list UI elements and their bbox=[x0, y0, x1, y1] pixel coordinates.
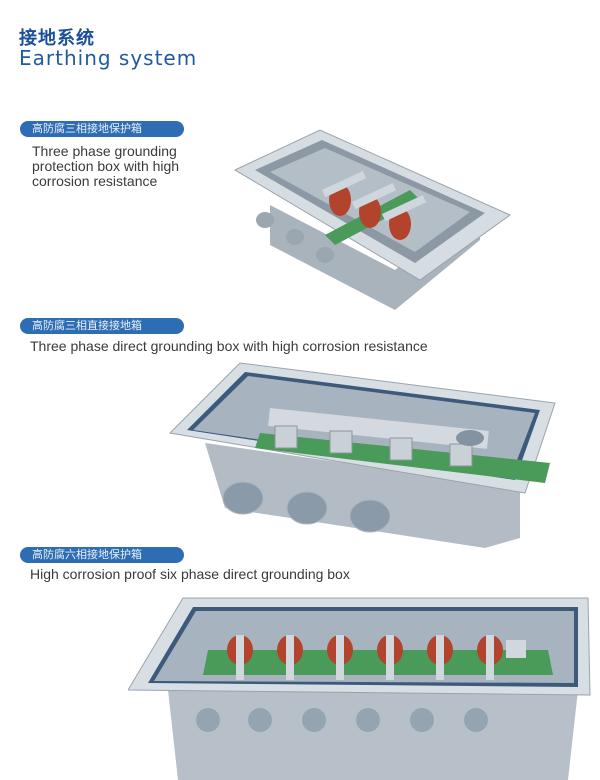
description-line: corrosion resistance bbox=[32, 173, 158, 189]
product-tag-3: 高防腐六相接地保护箱 bbox=[20, 547, 184, 563]
description-line: Three phase grounding bbox=[32, 143, 177, 159]
three-phase-direct-grounding-box-image bbox=[168, 362, 556, 548]
product-tag-1: 高防腐三相接地保护箱 bbox=[20, 121, 184, 137]
description-line: protection box with high bbox=[32, 158, 180, 174]
six-phase-grounding-protection-box-image bbox=[128, 597, 591, 780]
product-description-1: Three phase grounding protection box wit… bbox=[32, 144, 179, 189]
page-title-cn: 接地系统 bbox=[19, 28, 95, 49]
three-phase-grounding-protection-box-image bbox=[233, 129, 511, 310]
product-tag-2: 高防腐三相直接接地箱 bbox=[20, 318, 184, 334]
page-title-en: Earthing system bbox=[19, 46, 198, 70]
product-description-2: Three phase direct grounding box with hi… bbox=[30, 338, 428, 354]
product-description-3: High corrosion proof six phase direct gr… bbox=[30, 566, 350, 582]
